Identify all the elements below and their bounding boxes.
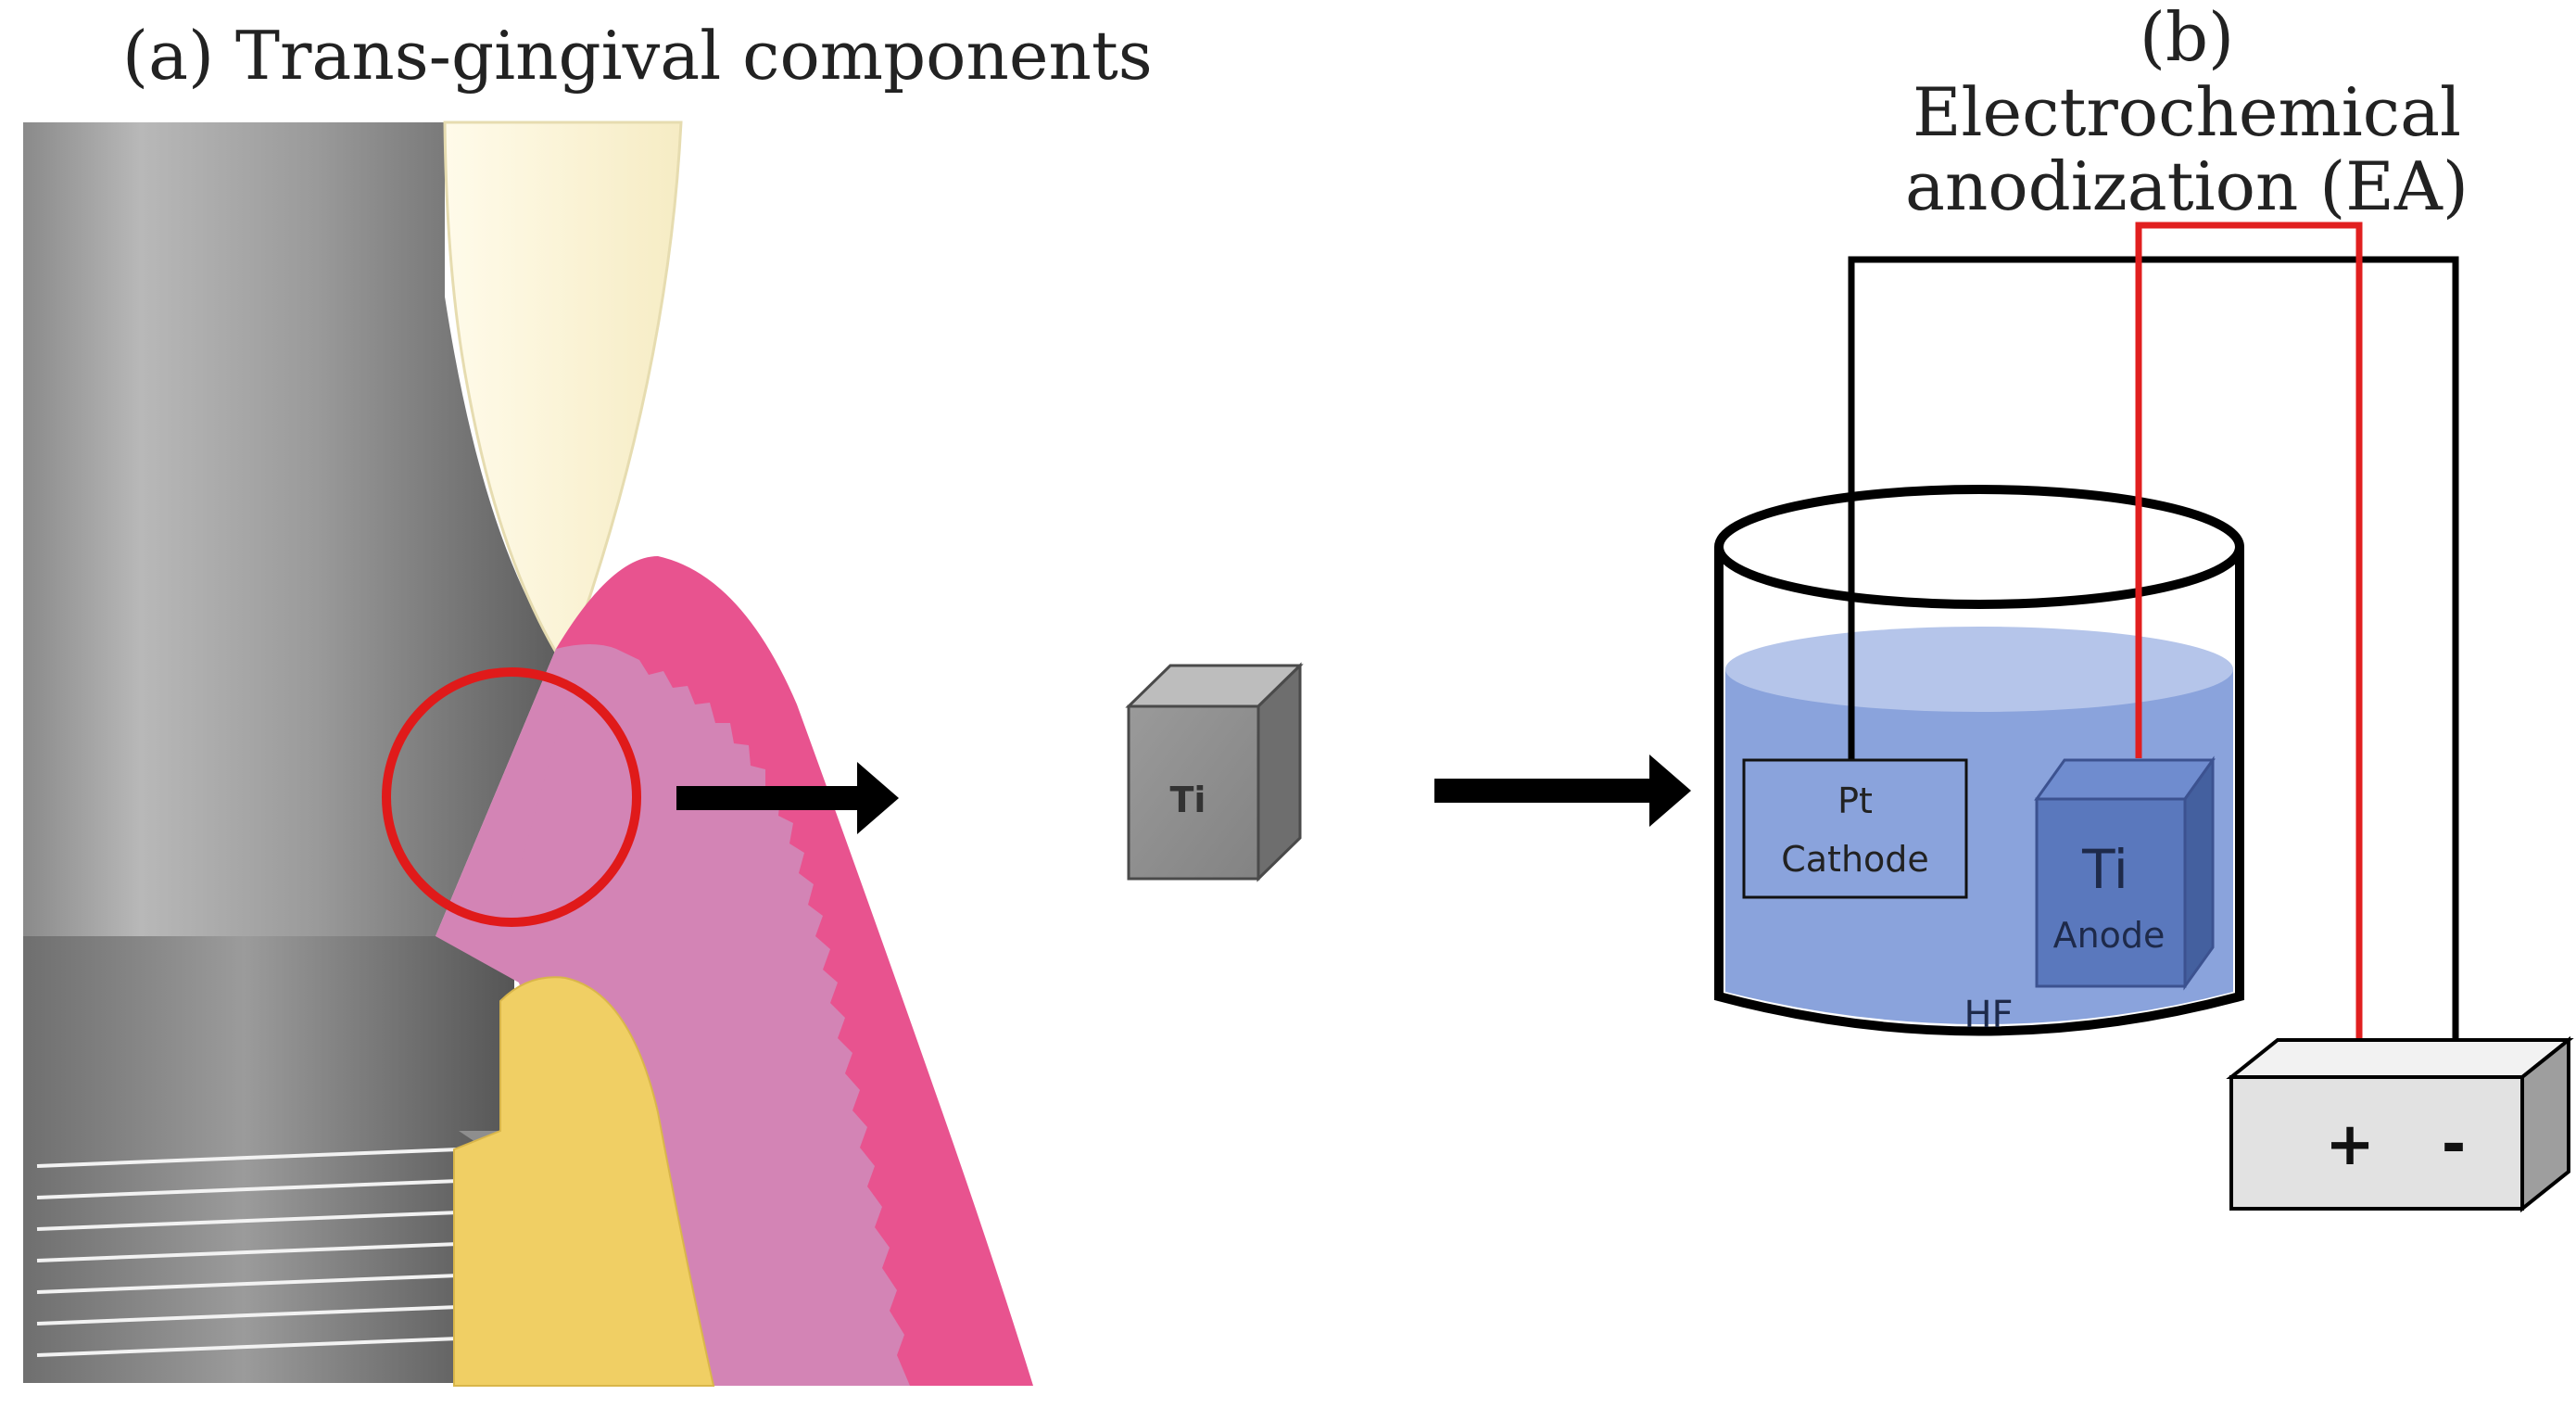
implant-threads <box>36 1148 460 1357</box>
panel-a-title: (a) Trans-gingival components <box>122 17 1153 95</box>
pt-cathode: Pt Cathode <box>1742 758 1968 899</box>
cathode-wire <box>1848 256 2459 1040</box>
cathode-label-cathode: Cathode <box>1781 839 1929 880</box>
arrow-right-icon <box>1434 755 1691 827</box>
beaker-rim <box>1714 485 2244 609</box>
implant-illustration <box>23 121 1033 1387</box>
anode-label-anode: Anode <box>2053 915 2166 956</box>
ti-sample-cube: Ti <box>1125 662 1304 882</box>
electrolyte-surface <box>1725 627 2233 712</box>
power-supply-minus: - <box>2442 1110 2467 1179</box>
panel-b-title: (b) Electrochemical anodization (EA) <box>1905 0 2469 226</box>
abutment <box>23 122 556 936</box>
ti-sample-label: Ti <box>1170 780 1206 820</box>
gingiva-inner <box>436 644 910 1386</box>
tooth-crown <box>443 121 683 671</box>
highlight-circle <box>382 667 641 927</box>
power-supply: + - <box>2226 1035 2574 1213</box>
alveolar-bone <box>453 976 715 1387</box>
anode-label-ti: Ti <box>2081 838 2128 901</box>
anode-wire <box>2135 222 2363 1040</box>
power-supply-plus: + <box>2325 1110 2375 1179</box>
arrow-right-icon <box>676 762 899 834</box>
ti-anode-cube: Ti Anode <box>2034 755 2216 991</box>
cathode-label-pt: Pt <box>1837 780 1873 821</box>
electrolyte-label: HF <box>1964 994 2013 1036</box>
